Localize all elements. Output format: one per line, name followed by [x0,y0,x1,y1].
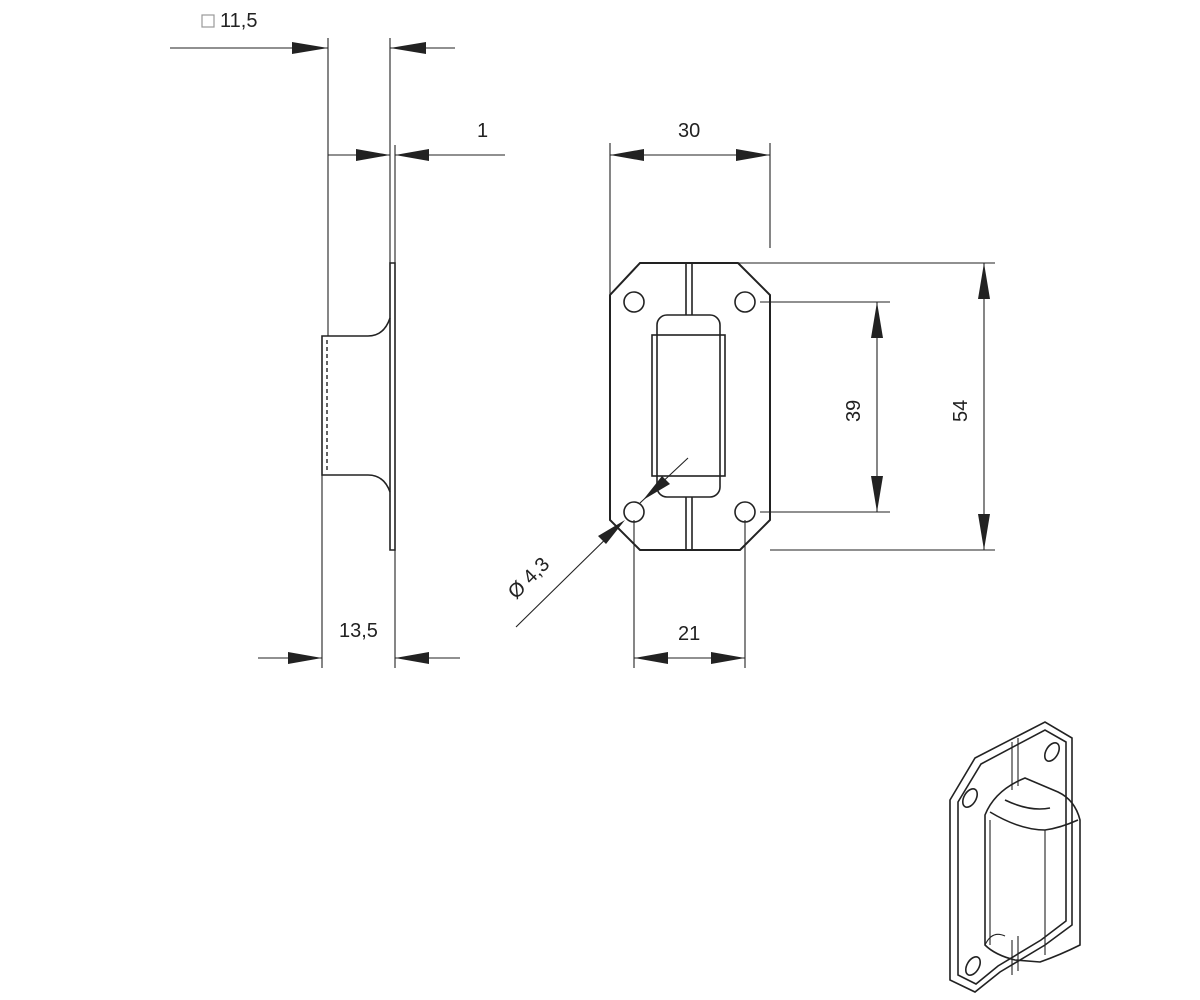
label-hole-spacing-vertical: 39 [843,400,865,422]
label-plate-height: 54 [950,400,972,422]
dim-sheet-thickness: 1 [328,120,505,263]
mounting-hole-top-right [734,291,756,313]
label-depth: 13,5 [339,620,378,642]
mounting-hole-bottom-right [734,501,756,523]
square-symbol-icon [201,14,215,28]
dim-depth: 13,5 [258,475,460,668]
front-view [609,262,771,551]
side-view [321,262,396,551]
isometric-view [949,721,1081,993]
dim-hole-diameter: Ø 4,3 [504,457,689,628]
dim-hole-spacing-vertical: 39 [760,301,890,513]
dim-plate-height: 54 [738,262,995,551]
label-hole-diameter: Ø 4,3 [504,553,554,603]
mounting-hole-bottom-left [623,501,645,523]
iso-hole-top-left [961,788,979,808]
mounting-hole-top-left [623,291,645,313]
dim-plate-width: 30 [609,120,771,295]
label-hole-spacing-horizontal: 21 [678,623,700,645]
dim-hole-spacing-horizontal: 21 [633,520,746,668]
label-plate-width: 30 [678,120,700,142]
label-square-profile: 11,5 [220,10,257,32]
label-sheet-thickness: 1 [477,120,488,142]
iso-hole-top-right [1043,742,1061,762]
dim-square-profile: 11,5 [170,10,455,336]
iso-hole-bottom-left [964,956,982,976]
